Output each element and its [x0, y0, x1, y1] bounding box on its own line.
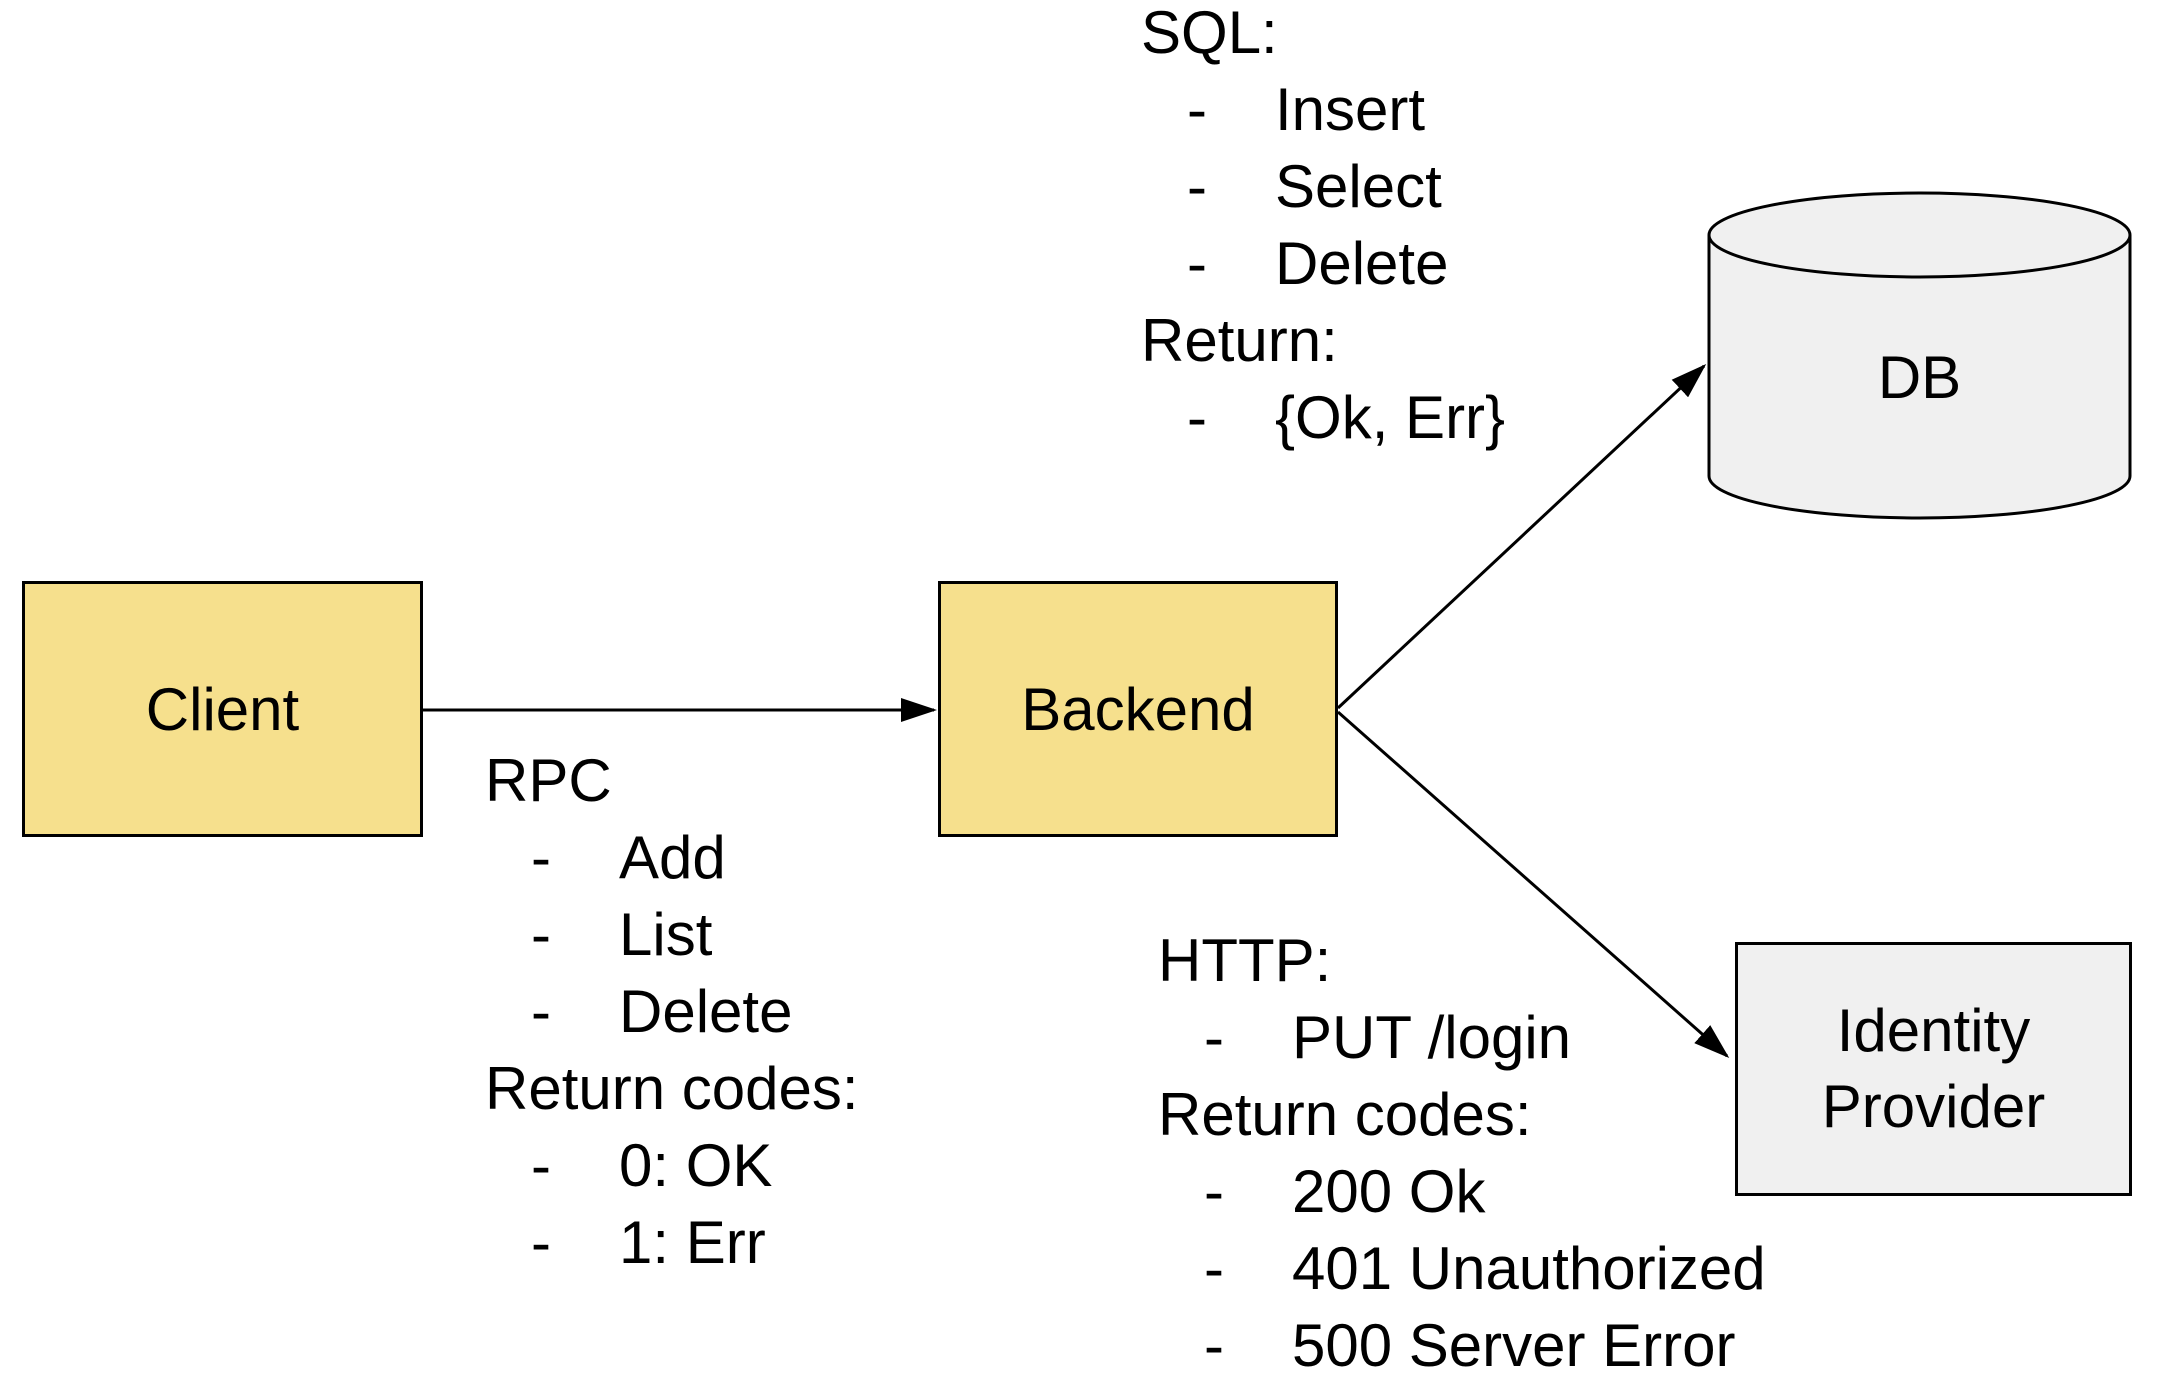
bullet-dash: -	[1187, 384, 1207, 451]
backend-db-arrow	[1336, 363, 1707, 710]
annotation-line: HTTP:	[1158, 927, 1332, 994]
annotation-bullet-line: -Add	[485, 819, 859, 896]
identity-provider-node: Identity Provider	[1735, 942, 2132, 1196]
bullet-dash: -	[1204, 1312, 1224, 1379]
bullet-dash: -	[531, 824, 551, 891]
annotation-line: Return codes:	[485, 1055, 859, 1122]
annotation-bullet-line: -Select	[1141, 148, 1505, 225]
bullet-dash: -	[531, 1132, 551, 1199]
db-label: DB	[1877, 344, 1962, 411]
identity-provider-label-line1: Identity	[1836, 997, 2031, 1064]
rpc-edge-label: RPC -Add -List -Delete Return codes: -0:…	[485, 742, 859, 1281]
db-cylinder-body	[1707, 235, 2132, 520]
bullet-dash: -	[1204, 1235, 1224, 1302]
http-edge-label: HTTP: -PUT /login Return codes: -200 Ok …	[1158, 922, 1766, 1384]
annotation-bullet-line: -200 Ok	[1158, 1153, 1766, 1230]
bullet-dash: -	[1204, 1004, 1224, 1071]
sql-edge-label: SQL: -Insert -Select -Delete Return: -{O…	[1141, 0, 1505, 456]
db-cylinder-top	[1707, 191, 2132, 279]
annotation-bullet-line: -0: OK	[485, 1127, 859, 1204]
annotation-bullet-line: -Delete	[485, 973, 859, 1050]
backend-node: Backend	[938, 581, 1338, 837]
annotation-bullet-line: -PUT /login	[1158, 999, 1766, 1076]
annotation-bullet-line: -401 Unauthorized	[1158, 1230, 1766, 1307]
annotation-bullet-line: -{Ok, Err}	[1141, 379, 1505, 456]
backend-label: Backend	[1021, 675, 1255, 743]
annotation-bullet-line: -Delete	[1141, 225, 1505, 302]
bullet-dash: -	[531, 901, 551, 968]
identity-provider-label-line2: Provider	[1821, 1073, 2046, 1140]
annotation-line: Return:	[1141, 307, 1338, 374]
annotation-bullet-line: -List	[485, 896, 859, 973]
identity-provider-label: Identity Provider	[1822, 993, 2045, 1145]
bullet-dash: -	[531, 978, 551, 1045]
bullet-dash: -	[1204, 1158, 1224, 1225]
bullet-dash: -	[1187, 153, 1207, 220]
bullet-dash: -	[531, 1209, 551, 1276]
db-node-label-wrap: DB	[1709, 270, 2130, 485]
annotation-line: RPC	[485, 747, 612, 814]
annotation-line: SQL:	[1141, 0, 1278, 66]
client-node: Client	[22, 581, 423, 837]
bullet-dash: -	[1187, 76, 1207, 143]
annotation-line: Return codes:	[1158, 1081, 1532, 1148]
annotation-bullet-line: -1: Err	[485, 1204, 859, 1281]
client-label: Client	[145, 675, 300, 743]
annotation-bullet-line: -500 Server Error	[1158, 1307, 1766, 1384]
annotation-bullet-line: -Insert	[1141, 71, 1505, 148]
backend-idp-arrow	[1337, 710, 1730, 1058]
bullet-dash: -	[1187, 230, 1207, 297]
